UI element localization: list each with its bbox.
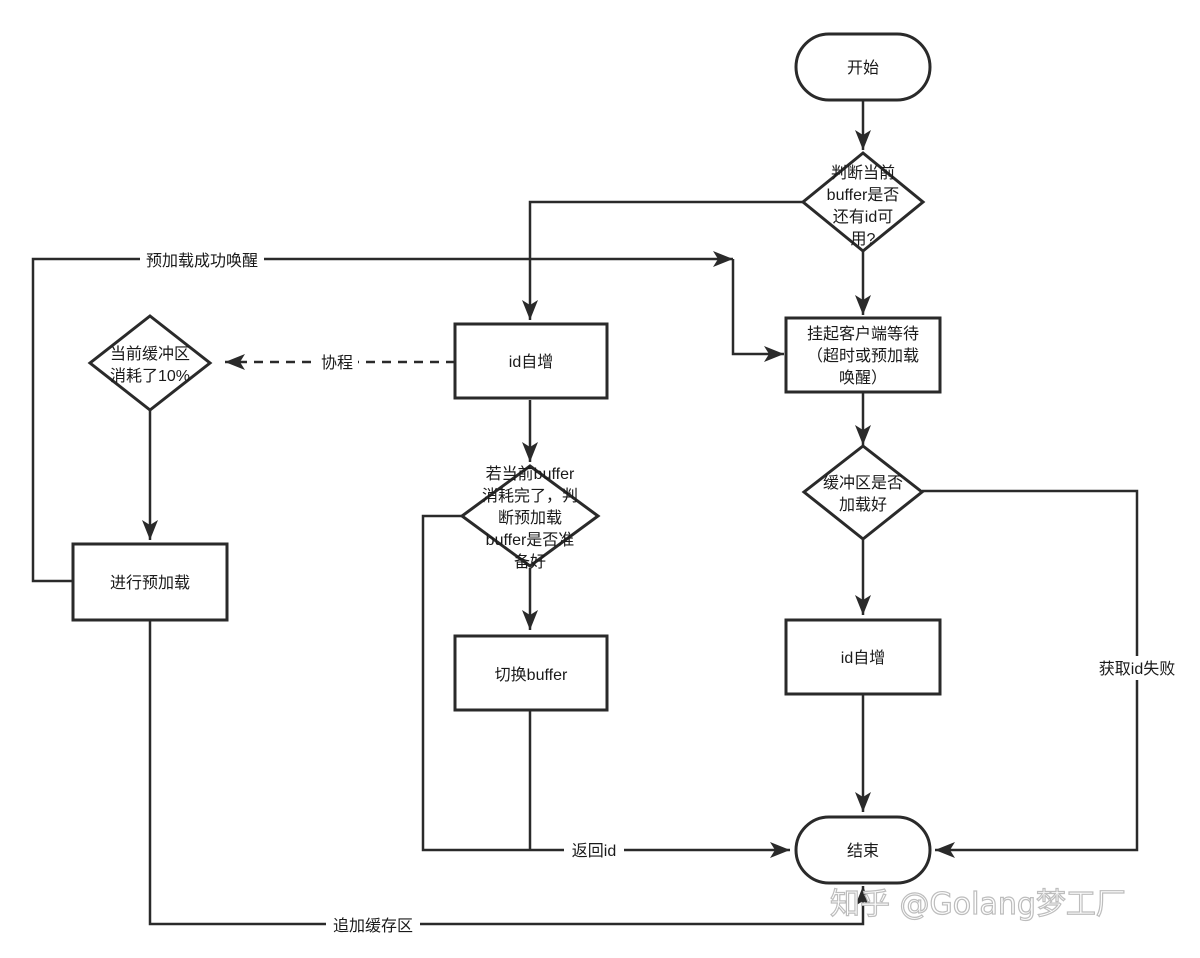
suspend-line-2: （超时或预加载	[807, 347, 919, 365]
suspend-line-3: 唤醒）	[839, 369, 887, 387]
edge-label-coroutine: 协程	[321, 354, 353, 372]
check-consumed-line-1: 当前缓冲区	[110, 345, 190, 363]
label-bg	[1090, 656, 1184, 680]
check-consumed-decision	[87, 314, 213, 412]
start-node	[794, 32, 932, 102]
edge-preload-wake-to-suspend	[731, 259, 784, 362]
edge-label-get-id-fail: 获取id失败	[1099, 660, 1175, 678]
id-increment-right-label: id自增	[841, 649, 885, 667]
suspend-line-1: 挂起客户端等待	[807, 325, 919, 343]
check-buffer-line-4: 用?	[851, 231, 876, 248]
check-consumed-line-2: 消耗了10%	[110, 367, 190, 385]
check-buffer-decision	[800, 151, 926, 253]
check-preload-decision	[459, 464, 601, 568]
check-buffer-line-2: buffer是否	[827, 187, 900, 204]
edge-preload-wake	[31, 251, 733, 583]
suspend-client-node	[784, 316, 942, 394]
do-preload-node	[71, 542, 229, 622]
end-node	[794, 815, 932, 885]
do-preload-label: 进行预加载	[110, 574, 190, 592]
switch-buffer-node	[453, 634, 609, 712]
label-bg	[140, 248, 264, 270]
label-bg	[316, 351, 358, 373]
label-bg	[326, 913, 420, 935]
buffer-loaded-line-2: 加载好	[839, 496, 887, 514]
switch-buffer-label: 切换buffer	[495, 666, 568, 684]
check-buffer-line-1: 判断当前	[831, 164, 895, 182]
edge-label-append-buffer: 追加缓存区	[333, 917, 413, 935]
check-preload-line-4: buffer是否准	[486, 531, 575, 549]
end-label: 结束	[847, 842, 879, 860]
edge-label-return-id: 返回id	[572, 842, 616, 860]
check-preload-line-5: 备好	[514, 553, 546, 571]
buffer-loaded-line-1: 缓冲区是否	[823, 474, 903, 492]
check-buffer-line-3: 还有id可	[833, 208, 893, 226]
check-preload-line-2: 消耗完了，判	[482, 487, 578, 505]
edge-check-to-inc-middle	[522, 200, 804, 320]
watermark-text: 知乎 @Golang梦工厂	[830, 887, 1126, 922]
start-label: 开始	[847, 59, 879, 77]
check-preload-line-1: 若当前buffer	[486, 465, 575, 483]
edge-label-preload-wake: 预加载成功唤醒	[146, 252, 258, 270]
id-increment-right-node	[784, 618, 942, 696]
id-increment-middle-node	[453, 322, 609, 400]
check-preload-line-3: 断预加载	[498, 509, 562, 527]
edge-append-buffer	[148, 620, 871, 926]
label-bg	[564, 839, 624, 861]
buffer-loaded-decision	[801, 444, 925, 541]
id-increment-middle-label: id自增	[509, 353, 553, 371]
